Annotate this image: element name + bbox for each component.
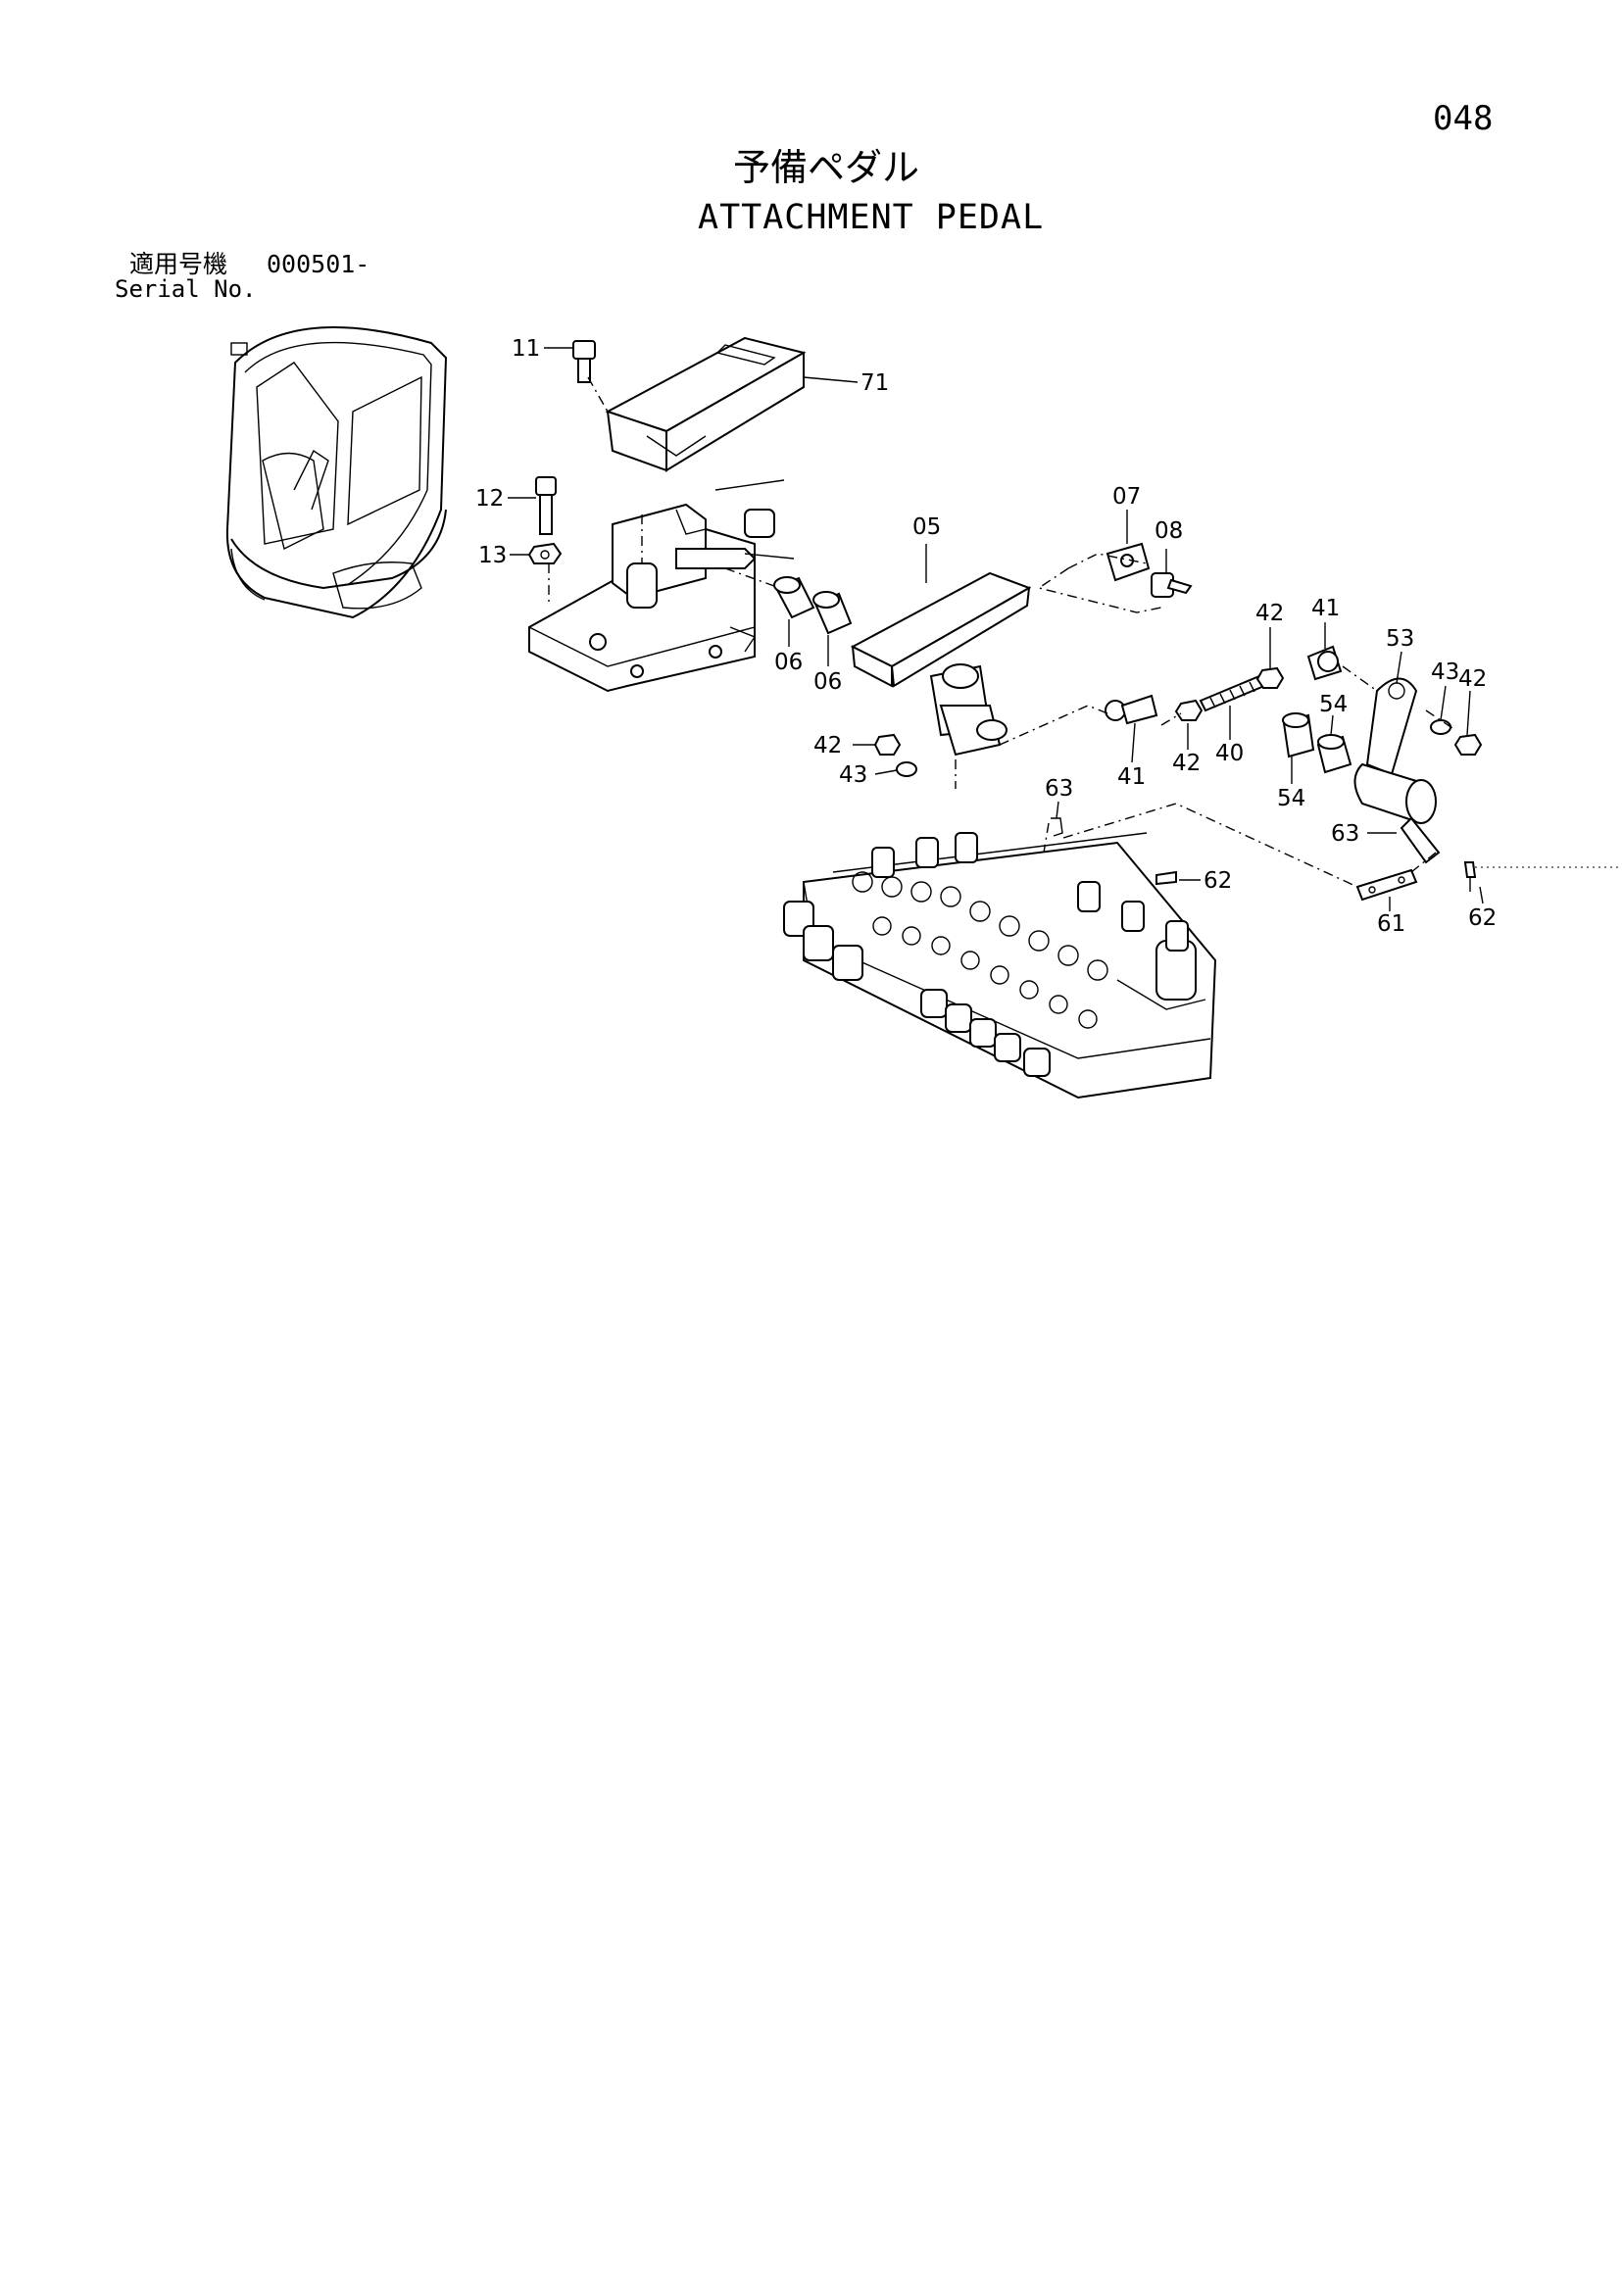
part-43-washer-right — [1430, 719, 1451, 735]
callout-40: 40 — [1215, 741, 1244, 766]
part-62-pin-right — [1463, 861, 1477, 892]
callout-42: 42 — [1255, 601, 1284, 626]
callout-08: 08 — [1155, 518, 1183, 544]
callout-41: 41 — [1117, 764, 1146, 790]
part-07-washer — [1106, 542, 1151, 582]
part-12-bolt — [535, 476, 557, 535]
part-06-bushings — [773, 576, 853, 635]
callout-63: 63 — [1045, 776, 1073, 802]
serial-label-japanese: 適用号機 — [129, 250, 228, 278]
page-title-english: ATTACHMENT PEDAL — [698, 198, 1045, 237]
callout-61: 61 — [1377, 911, 1405, 937]
callout-06: 06 — [813, 669, 842, 695]
part-62-pin-left — [1155, 870, 1177, 886]
callout-71: 71 — [860, 370, 889, 396]
part-42-nut-top — [1255, 666, 1285, 689]
part-40-threaded-rod — [1199, 674, 1266, 712]
part-71-pedal-cover — [605, 336, 807, 472]
callout-12: 12 — [475, 486, 504, 512]
page-title-japanese: 予備ペダル — [733, 146, 920, 189]
callout-11: 11 — [512, 336, 540, 362]
control-valve-block — [783, 832, 1217, 1099]
part-53-lever — [1353, 677, 1441, 864]
callout-42: 42 — [1172, 751, 1201, 776]
excavator-cab-drawing — [225, 326, 448, 619]
callout-07: 07 — [1112, 484, 1141, 510]
callout-13: 13 — [478, 543, 507, 568]
callout-43: 43 — [839, 762, 867, 788]
callout-labels: 11 71 12 13 05 07 08 06 06 42 41 53 43 4… — [475, 336, 1497, 937]
part-42-nut-mid — [1174, 699, 1204, 721]
callout-41: 41 — [1311, 596, 1340, 621]
callout-06: 06 — [774, 650, 803, 675]
part-63-clip — [1051, 817, 1063, 837]
assembly-dashed-lines — [548, 376, 1622, 888]
part-13-nut — [527, 542, 563, 564]
part-42-nut-left — [873, 733, 902, 756]
callout-53: 53 — [1386, 626, 1414, 652]
part-54-bushings — [1282, 712, 1352, 774]
callout-62: 62 — [1204, 868, 1232, 894]
callout-63: 63 — [1331, 821, 1359, 847]
part-08-bolt — [1151, 572, 1193, 598]
callout-54: 54 — [1319, 692, 1348, 717]
part-05-pedal — [850, 571, 1032, 757]
page-number: 048 — [1433, 99, 1494, 138]
serial-label-english: Serial No. — [115, 275, 257, 303]
part-41-rod-end-right — [1306, 645, 1343, 681]
part-11-bolt — [572, 340, 596, 383]
callout-42: 42 — [813, 733, 842, 758]
callout-42: 42 — [1458, 666, 1487, 692]
serial-number-value: 000501- — [267, 250, 370, 278]
part-43-washer-left — [896, 761, 917, 777]
part-61-plate — [1355, 868, 1418, 902]
callout-leader-lines — [508, 347, 1484, 911]
callout-05: 05 — [912, 514, 941, 540]
part-41-rod-end-left — [1105, 694, 1158, 725]
part-42-nut-right — [1453, 733, 1483, 756]
pedal-base-plate — [528, 479, 795, 693]
callout-62: 62 — [1468, 905, 1497, 931]
callout-43: 43 — [1431, 659, 1459, 685]
callout-54: 54 — [1277, 786, 1305, 811]
